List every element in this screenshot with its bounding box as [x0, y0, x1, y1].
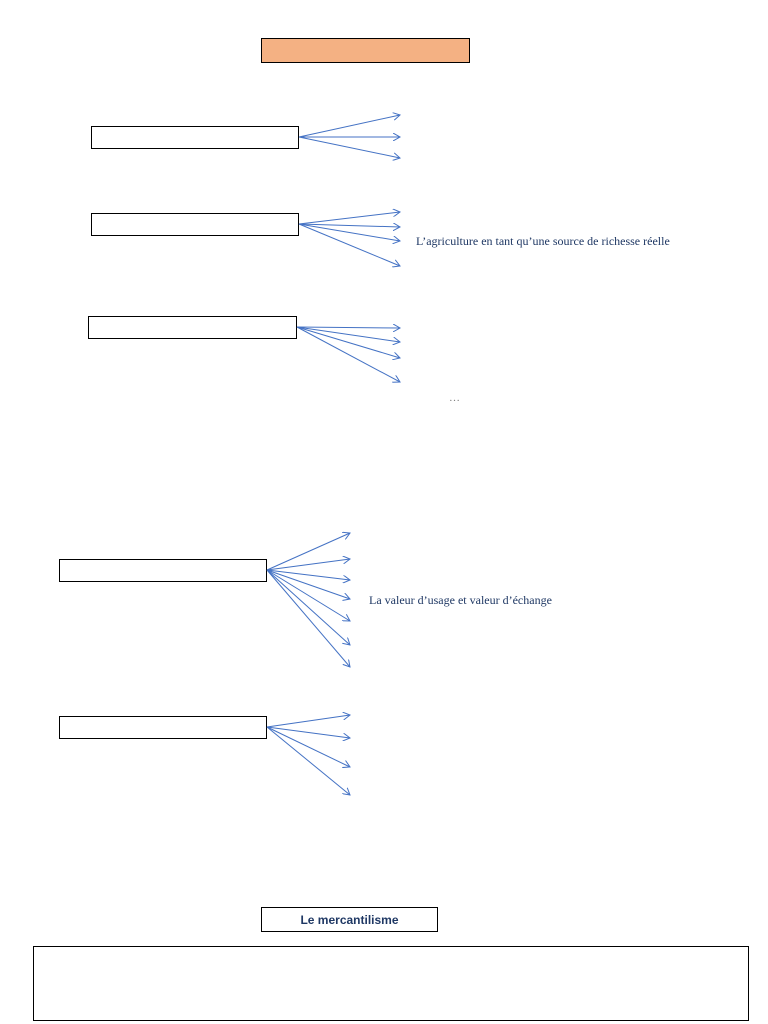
arrow [266, 569, 350, 645]
group-4-box [59, 559, 267, 582]
group-1-arrows [298, 115, 400, 158]
arrow [296, 327, 400, 328]
ellipsis-label: … [449, 392, 460, 404]
group-1-box [91, 126, 299, 149]
group-5-box [59, 716, 267, 739]
group-2-box [91, 213, 299, 236]
arrow [298, 223, 400, 266]
arrow [298, 212, 400, 225]
arrow [298, 115, 400, 138]
arrow [266, 569, 350, 621]
arrow [266, 569, 350, 580]
arrow [298, 223, 400, 241]
group-4-arrows [266, 533, 350, 667]
arrow [266, 726, 350, 767]
arrow [266, 533, 350, 571]
mercantilisme-title: Le mercantilisme [261, 907, 438, 932]
agriculture-label: L’agriculture en tant qu’une source de r… [416, 234, 670, 248]
group-3-box [88, 316, 297, 339]
group-5-arrows [266, 715, 350, 795]
group-2-arrows [298, 212, 400, 266]
arrow [266, 559, 350, 571]
arrow [266, 726, 350, 795]
arrow [296, 326, 400, 382]
arrow [298, 224, 400, 227]
main-title-box [261, 38, 470, 63]
arrow [266, 569, 350, 599]
mercantilisme-content-box [33, 946, 749, 1021]
arrow [266, 726, 350, 738]
group-3-arrows [296, 326, 400, 382]
arrow [296, 326, 400, 342]
arrow [266, 569, 350, 667]
arrow [266, 715, 350, 728]
valeur-label: La valeur d’usage et valeur d’échange [369, 593, 552, 607]
arrow [296, 326, 400, 358]
arrow [298, 136, 400, 158]
